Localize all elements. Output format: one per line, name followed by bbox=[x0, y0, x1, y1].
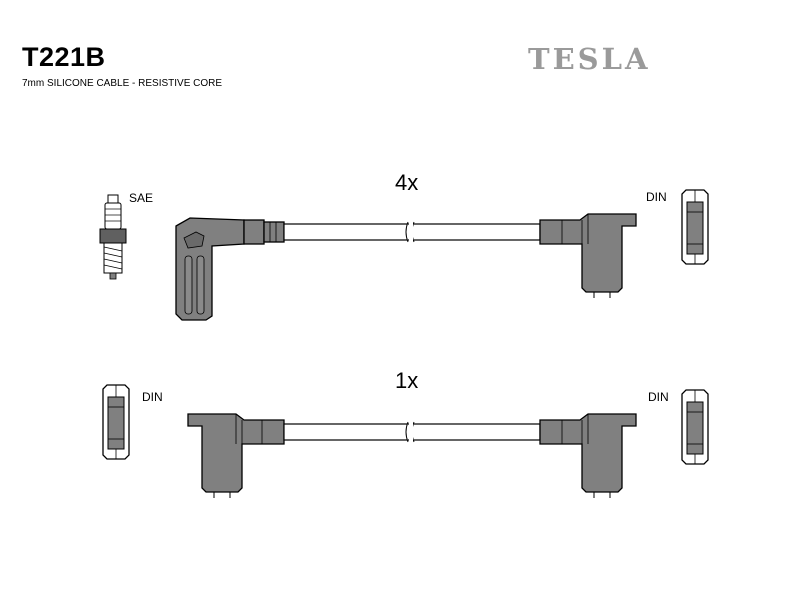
cable-row1 bbox=[283, 221, 541, 243]
din-terminal-row2-left-icon bbox=[102, 384, 130, 460]
din-boot-row2-left bbox=[187, 413, 285, 499]
din-boot-row1-right bbox=[539, 213, 637, 299]
row2-left-connector-label: DIN bbox=[142, 390, 163, 404]
din-terminal-row1-right-icon bbox=[681, 189, 709, 265]
spark-plug-boot-left bbox=[175, 217, 285, 321]
row2-right-connector-label: DIN bbox=[648, 390, 669, 404]
row1-left-connector-label: SAE bbox=[129, 191, 153, 205]
spark-plug-sae-icon bbox=[99, 194, 127, 280]
cable-row2 bbox=[283, 421, 541, 443]
row2-quantity: 1x bbox=[395, 368, 418, 393]
model-number: T221B bbox=[22, 42, 106, 72]
din-terminal-row2-right-icon bbox=[681, 389, 709, 465]
cable-specification: 7mm SILICONE CABLE - RESISTIVE CORE bbox=[22, 78, 223, 89]
din-boot-row2-right bbox=[539, 413, 637, 499]
row1-right-connector-label: DIN bbox=[646, 190, 667, 204]
brand-logo: TESLA bbox=[528, 42, 651, 76]
row1-quantity: 4x bbox=[395, 170, 418, 195]
